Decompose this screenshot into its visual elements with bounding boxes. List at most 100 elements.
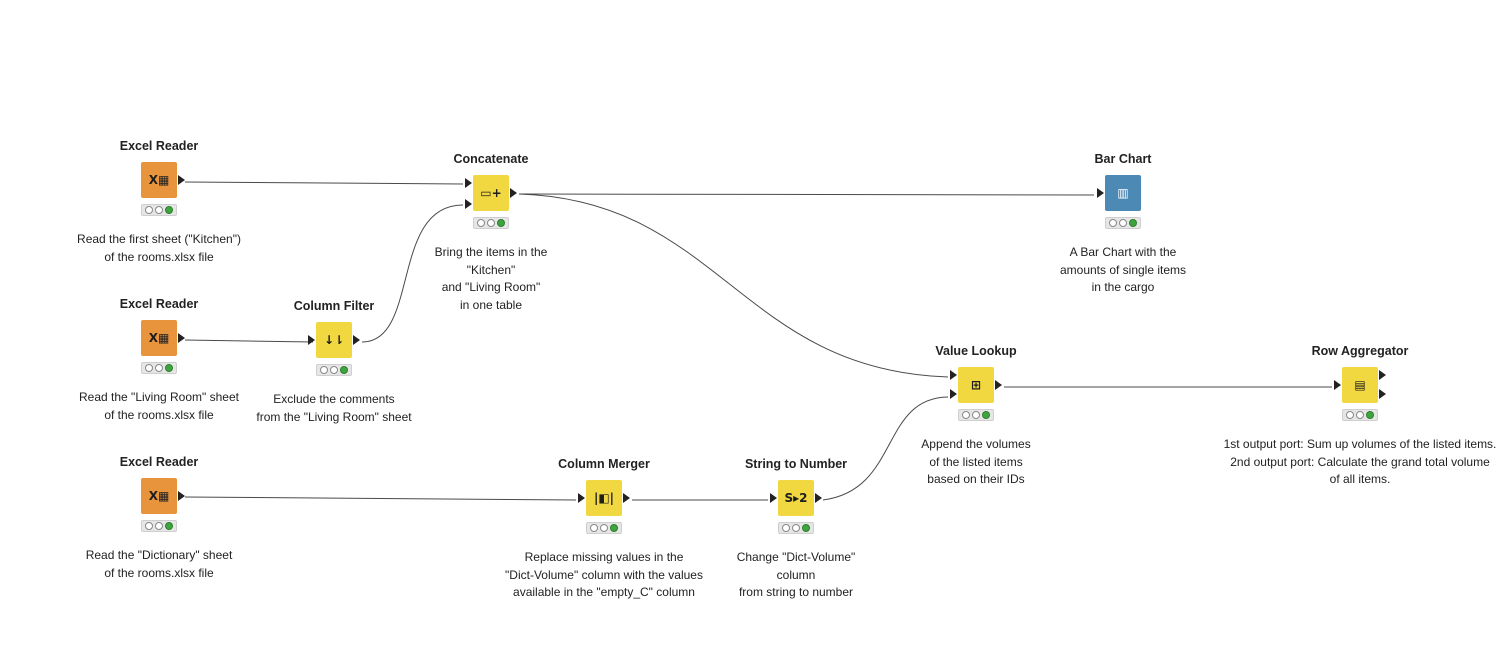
concatenate-icon[interactable]: ▭+ xyxy=(473,175,509,211)
status-traffic-light xyxy=(1342,409,1378,421)
output-port[interactable] xyxy=(510,188,517,198)
status-light-red xyxy=(145,364,153,372)
node-excel-reader-living-room[interactable]: Excel Reader X▦ Read the "Living Room" s… xyxy=(49,296,269,424)
status-light-red xyxy=(1109,219,1117,227)
status-light-green xyxy=(982,411,990,419)
status-light-yellow xyxy=(972,411,980,419)
output-port[interactable] xyxy=(995,380,1002,390)
output-port[interactable] xyxy=(815,493,822,503)
node-annotation: Read the "Living Room" sheet of the room… xyxy=(79,390,239,422)
status-traffic-light xyxy=(141,520,177,532)
column-merger-icon[interactable]: |◧| xyxy=(586,480,622,516)
status-light-green xyxy=(165,206,173,214)
input-port[interactable] xyxy=(308,335,315,345)
input-port-2[interactable] xyxy=(950,389,957,399)
node-title: Column Merger xyxy=(558,457,650,471)
string-to-number-icon[interactable]: S▸2 xyxy=(778,480,814,516)
node-annotation: 1st output port: Sum up volumes of the l… xyxy=(1223,437,1497,486)
status-light-red xyxy=(962,411,970,419)
status-light-green xyxy=(165,522,173,530)
input-port[interactable] xyxy=(770,493,777,503)
status-light-red xyxy=(1346,411,1354,419)
status-light-red xyxy=(320,366,328,374)
node-annotation: Exclude the comments from the "Living Ro… xyxy=(256,392,412,424)
node-title: Column Filter xyxy=(293,299,375,313)
node-annotation: Replace missing values in the "Dict-Volu… xyxy=(505,550,703,599)
column-filter-icon[interactable]: ↓⇂ xyxy=(316,322,352,358)
node-annotation: Bring the items in the "Kitchen" and "Li… xyxy=(434,245,548,312)
output-port[interactable] xyxy=(178,175,185,185)
input-port-2[interactable] xyxy=(465,199,472,209)
input-port[interactable] xyxy=(1334,380,1341,390)
node-annotation: A Bar Chart with the amounts of single i… xyxy=(1059,245,1187,294)
status-light-green xyxy=(1129,219,1137,227)
status-light-red xyxy=(590,524,598,532)
node-excel-reader-kitchen[interactable]: Excel Reader X▦ Read the first sheet ("K… xyxy=(49,138,269,266)
status-traffic-light xyxy=(316,364,352,376)
status-light-yellow xyxy=(792,524,800,532)
status-light-green xyxy=(1366,411,1374,419)
status-light-red xyxy=(782,524,790,532)
node-title: Row Aggregator xyxy=(1311,344,1409,358)
status-traffic-light xyxy=(473,217,509,229)
output-port[interactable] xyxy=(353,335,360,345)
node-excel-reader-dictionary[interactable]: Excel Reader X▦ Read the "Dictionary" sh… xyxy=(49,454,269,582)
output-port[interactable] xyxy=(178,491,185,501)
node-row-aggregator[interactable]: Row Aggregator ▤ 1st output port: Sum up… xyxy=(1210,343,1508,489)
connection-concatenate-barchart xyxy=(518,193,1095,196)
node-bar-chart[interactable]: Bar Chart ▥ A Bar Chart with the amounts… xyxy=(1013,151,1233,297)
status-light-green xyxy=(165,364,173,372)
excel-reader-icon[interactable]: X▦ xyxy=(141,320,177,356)
bar-chart-icon[interactable]: ▥ xyxy=(1105,175,1141,211)
node-title: Bar Chart xyxy=(1094,152,1152,166)
output-port[interactable] xyxy=(178,333,185,343)
node-title: String to Number xyxy=(744,457,848,471)
status-light-yellow xyxy=(155,206,163,214)
node-title: Excel Reader xyxy=(119,139,199,153)
node-title: Excel Reader xyxy=(119,455,199,469)
node-annotation: Change "Dict-Volume" column from string … xyxy=(736,550,856,599)
input-port-1[interactable] xyxy=(950,370,957,380)
status-traffic-light xyxy=(778,522,814,534)
node-value-lookup[interactable]: Value Lookup ⊞ Append the volumes of the… xyxy=(866,343,1086,489)
status-light-yellow xyxy=(487,219,495,227)
node-column-filter[interactable]: Column Filter ↓⇂ Exclude the comments fr… xyxy=(224,298,444,426)
node-annotation: Read the "Dictionary" sheet of the rooms… xyxy=(85,548,233,580)
node-concatenate[interactable]: Concatenate ▭+ Bring the items in the "K… xyxy=(381,151,601,314)
row-aggregator-icon[interactable]: ▤ xyxy=(1342,367,1378,403)
node-title: Value Lookup xyxy=(935,344,1017,358)
node-string-to-number[interactable]: String to Number S▸2 Change "Dict-Volume… xyxy=(686,456,906,602)
status-light-green xyxy=(497,219,505,227)
excel-reader-icon[interactable]: X▦ xyxy=(141,162,177,198)
input-port[interactable] xyxy=(1097,188,1104,198)
output-port[interactable] xyxy=(623,493,630,503)
status-traffic-light xyxy=(141,204,177,216)
output-port-1[interactable] xyxy=(1379,370,1386,380)
status-light-green xyxy=(610,524,618,532)
node-title: Concatenate xyxy=(453,152,529,166)
status-light-green xyxy=(340,366,348,374)
excel-reader-icon[interactable]: X▦ xyxy=(141,478,177,514)
status-light-yellow xyxy=(1119,219,1127,227)
status-light-yellow xyxy=(1356,411,1364,419)
status-traffic-light xyxy=(141,362,177,374)
input-port-1[interactable] xyxy=(465,178,472,188)
status-traffic-light xyxy=(586,522,622,534)
status-light-red xyxy=(145,522,153,530)
node-annotation: Append the volumes of the listed items b… xyxy=(921,437,1031,486)
node-title: Excel Reader xyxy=(119,297,199,311)
input-port[interactable] xyxy=(578,493,585,503)
status-light-red xyxy=(477,219,485,227)
status-traffic-light xyxy=(1105,217,1141,229)
value-lookup-icon[interactable]: ⊞ xyxy=(958,367,994,403)
node-annotation: Read the first sheet ("Kitchen") of the … xyxy=(77,232,241,264)
status-light-red xyxy=(145,206,153,214)
status-light-green xyxy=(802,524,810,532)
output-port-2[interactable] xyxy=(1379,389,1386,399)
status-light-yellow xyxy=(155,522,163,530)
status-light-yellow xyxy=(600,524,608,532)
status-light-yellow xyxy=(330,366,338,374)
node-column-merger[interactable]: Column Merger |◧| Replace missing values… xyxy=(494,456,714,602)
status-light-yellow xyxy=(155,364,163,372)
